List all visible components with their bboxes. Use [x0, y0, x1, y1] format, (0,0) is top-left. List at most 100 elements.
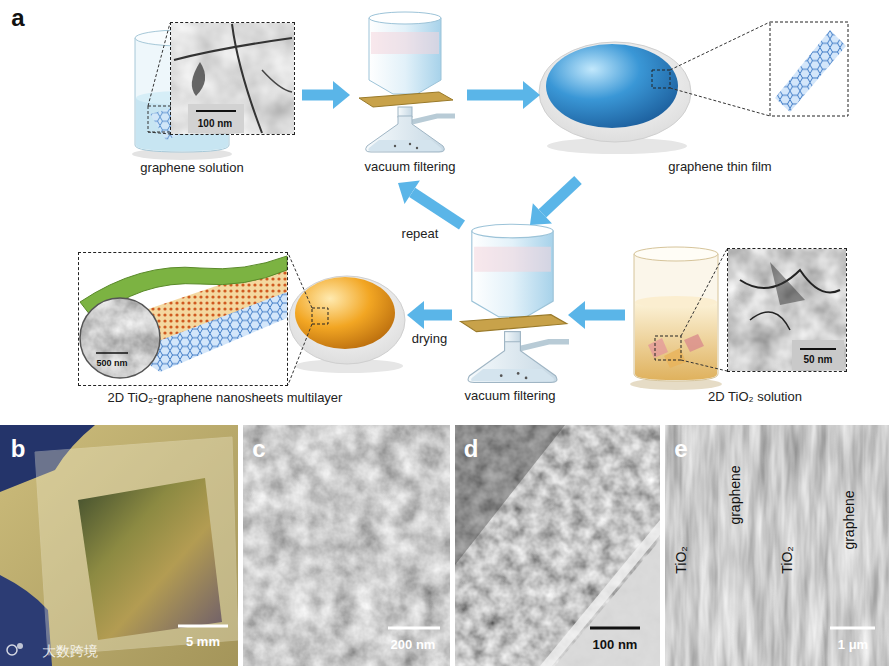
step-caption: vacuum filtering	[364, 160, 455, 175]
sem-panel: c 200 nm	[243, 425, 450, 666]
arrow-head	[530, 203, 552, 225]
multilayer-dish-part	[289, 276, 405, 364]
arrow-head	[407, 301, 424, 329]
sem-panel-part	[665, 425, 889, 666]
sem-panel-part	[540, 520, 660, 666]
edge-label: drying	[410, 332, 449, 347]
tem-image-part	[192, 62, 205, 96]
graphene-film-dish-part	[670, 22, 770, 70]
sem-panel-part	[455, 425, 660, 666]
arrow-head	[568, 301, 585, 329]
layer-label: TiO₂	[779, 546, 795, 573]
tem-image-part	[770, 262, 805, 305]
step-caption: graphene thin film	[668, 160, 771, 175]
tem-image-part	[262, 70, 292, 92]
sem-inset: 500 nm	[78, 252, 288, 386]
sem-panel-part	[590, 627, 640, 630]
tem-image	[728, 249, 846, 371]
tio2-beaker-part	[648, 338, 668, 358]
sem-panel	[243, 425, 450, 666]
sem-panel	[665, 425, 889, 666]
photo-panel-part	[78, 478, 222, 640]
watermark: 大数跨境	[42, 643, 98, 659]
arrow-shaft	[302, 90, 333, 101]
process-step: 2D TiO₂-graphene nanosheets multilayer 50…	[75, 250, 407, 412]
graphene-film-dish-part	[670, 88, 770, 116]
process-arrow	[407, 301, 452, 329]
sem-panel-part	[455, 425, 565, 565]
tio2-beaker	[630, 247, 727, 390]
arrow-head	[523, 81, 540, 109]
arrow-head	[333, 81, 350, 109]
graphene-film-dish-part	[775, 30, 846, 112]
tio2-beaker-part	[655, 336, 681, 360]
sem-panel-part	[243, 425, 450, 666]
arrow-head	[398, 181, 420, 204]
sem-panel: d100 nm	[455, 425, 660, 666]
layer-label: graphene	[727, 465, 743, 524]
process-arrow	[530, 180, 578, 225]
panel-letter: d	[464, 435, 479, 463]
graphene-film-dish	[539, 22, 848, 154]
graphene-film-dish-part	[770, 22, 848, 116]
graphene-film-dish-part	[652, 70, 670, 88]
tio2-beaker-part	[634, 247, 718, 261]
step-caption: 2D TiO₂ solution	[708, 390, 802, 405]
graphene-film-dish-part	[539, 42, 691, 142]
process-arrow	[568, 301, 625, 329]
sem-panel	[455, 425, 660, 666]
arrow-shaft	[542, 180, 578, 213]
arrow-shaft	[585, 310, 625, 321]
graphene-beaker-part	[148, 23, 170, 106]
step-caption: 2D TiO₂-graphene nanosheets multilayer	[108, 391, 343, 406]
tem-image-part	[728, 249, 846, 371]
process-arrow	[398, 181, 462, 225]
multilayer-dish-part	[288, 253, 312, 308]
multilayer-illustration-part	[80, 298, 160, 378]
multilayer-dish	[288, 253, 405, 385]
panel-letter: a	[11, 4, 24, 32]
vacuum-filter	[359, 12, 455, 152]
scale-label: 200 nm	[391, 638, 436, 653]
panel-letter: c	[252, 435, 265, 463]
tem-image-part	[188, 104, 244, 133]
photo-panel-part	[35, 437, 238, 655]
sem-panel: eTiO₂ grapheneTiO₂ graphene 1 μm	[665, 425, 889, 666]
layer-label: graphene	[841, 490, 857, 549]
tio2-beaker-part	[635, 296, 717, 308]
tio2-beaker-part	[681, 360, 727, 371]
scale-label: 50 nm	[804, 354, 833, 366]
sem-panel-part	[830, 627, 875, 630]
tem-image-part	[174, 38, 292, 60]
sem-panel-part	[555, 540, 660, 666]
multilayer-illustration	[80, 256, 287, 378]
sem-panel-part	[718, 425, 748, 666]
tem-image-part	[196, 110, 236, 112]
scale-label: 5 mm	[186, 635, 220, 650]
multilayer-illustration-part	[80, 298, 160, 378]
multilayer-dish-part	[312, 308, 328, 324]
panel-letter: b	[11, 435, 26, 463]
step-caption: vacuum filtering	[464, 389, 555, 404]
layer-label: TiO₂	[673, 546, 689, 573]
step-caption: graphene solution	[140, 161, 243, 176]
tem-image-part	[800, 348, 836, 350]
photo-panel-part	[178, 625, 228, 628]
scale-label: 500 nm	[96, 358, 127, 368]
process-step: vacuum filtering	[350, 8, 467, 183]
tio2-beaker-part	[664, 348, 686, 368]
multilayer-illustration-part-part	[80, 298, 160, 378]
photo-panel: b 5 mm	[0, 425, 238, 666]
sem-panel-part	[388, 627, 440, 630]
panel-letter: e	[674, 435, 687, 463]
vacuum-filter	[461, 224, 569, 382]
tio2-beaker-part	[634, 254, 718, 381]
photo-panel-part	[17, 643, 23, 649]
scale-label: 1 μm	[838, 638, 868, 653]
photo-panel-part	[0, 425, 238, 666]
tio2-beaker-part	[635, 302, 717, 380]
process-step: graphene thin film	[540, 15, 852, 180]
